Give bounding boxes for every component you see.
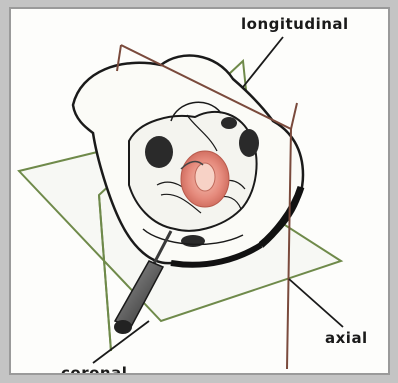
axial-label: axial [325,329,368,347]
longitudinal-label: longitudinal [241,15,349,33]
axial-leader [289,279,343,327]
diagram-panel: longitudinal axial coronal [9,7,390,375]
coronal-label: coronal [61,364,127,375]
pelvis-planes-illustration [11,9,390,375]
longitudinal-leader [243,37,283,87]
